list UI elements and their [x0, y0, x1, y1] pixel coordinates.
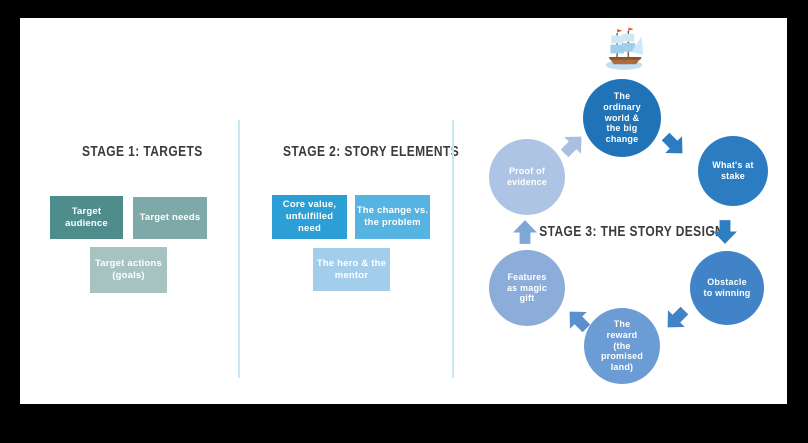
cycle-arrow-features-to-proof-icon	[512, 219, 538, 245]
stage2-title: STAGE 2: STORY ELEMENTS	[283, 143, 460, 160]
core-value-box: Core value, unfulfilled need	[272, 195, 347, 239]
cycle-arrow-ordinary-to-stake-icon	[656, 127, 693, 164]
divider-stage1-stage2	[238, 120, 240, 378]
cycle-arrow-obstacle-to-reward-icon	[658, 301, 695, 338]
target-actions-box: Target actions (goals)	[90, 247, 167, 293]
slide-canvas: STAGE 1: TARGETS STAGE 2: STORY ELEMENTS…	[20, 18, 787, 404]
cycle-arrow-proof-to-ordinary-icon	[555, 127, 592, 164]
target-audience-box: Target audience	[50, 196, 123, 239]
cycle-node-obstacle: Obstacle to winning	[690, 251, 764, 325]
target-needs-box: Target needs	[133, 197, 207, 239]
cycle-node-proof: Proof of evidence	[489, 139, 565, 215]
cycle-node-whats-at-stake: What's at stake	[698, 136, 768, 206]
hero-mentor-box: The hero & the mentor	[313, 248, 390, 291]
cycle-node-ordinary-world: The ordinary world & the big change	[583, 79, 661, 157]
cycle-arrow-stake-to-obstacle-icon	[712, 219, 738, 245]
cycle-node-reward: The reward (the promised land)	[584, 308, 660, 384]
cycle-arrow-reward-to-features-icon	[560, 302, 597, 339]
divider-stage2-stage3	[452, 120, 454, 378]
cycle-node-features: Features as magic gift	[489, 250, 565, 326]
stage1-title: STAGE 1: TARGETS	[82, 143, 203, 160]
stage3-title: STAGE 3: THE STORY DESIGN	[539, 223, 725, 240]
ship-icon	[600, 26, 648, 72]
change-vs-problem-box: The change vs. the problem	[355, 195, 430, 239]
